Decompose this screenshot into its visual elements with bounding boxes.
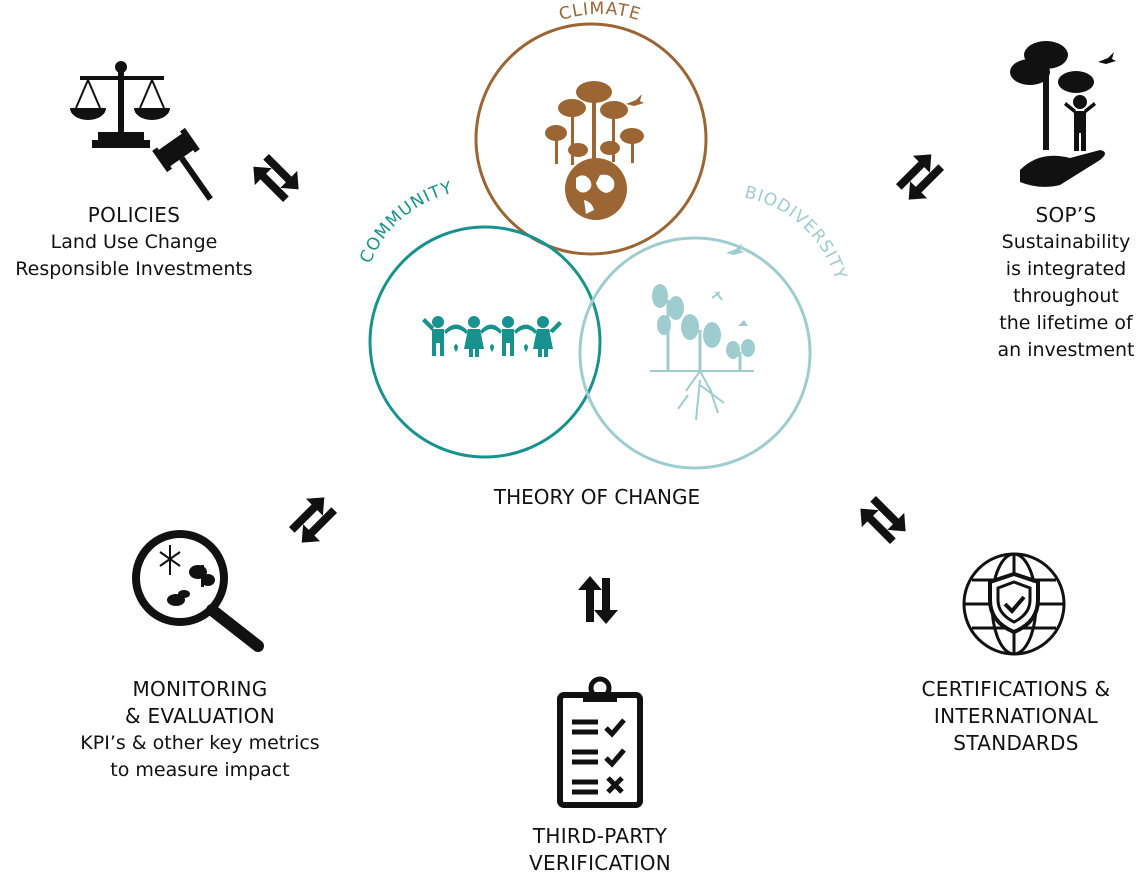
arrow-verification — [578, 576, 618, 624]
policies-line: Land Use Change — [50, 231, 218, 253]
policies-label: POLICIES Land Use Change Responsible Inv… — [8, 202, 260, 283]
arrow-sops — [888, 145, 952, 209]
monitoring-title: & EVALUATION — [124, 704, 275, 728]
sops-line: is integrated — [1005, 258, 1127, 280]
hand-tree-person-icon — [1010, 41, 1116, 187]
theory-of-change-label: THEORY OF CHANGE — [493, 485, 700, 509]
community-title: COMMUNITY — [356, 178, 455, 266]
climate-circle — [474, 22, 708, 256]
sops-line: Sustainability — [1001, 231, 1131, 253]
sops-line: throughout — [1013, 285, 1119, 307]
monitoring-label: MONITORING & EVALUATION KPI’s & other ke… — [70, 676, 330, 784]
clipboard-checklist-icon — [557, 676, 643, 808]
sops-label: SOP’S Sustainability is integrated throu… — [990, 202, 1142, 364]
scales-gavel-icon — [70, 61, 213, 201]
community-circle — [368, 225, 602, 459]
verification-title: VERIFICATION — [528, 851, 672, 875]
policies-line: Responsible Investments — [15, 258, 253, 280]
policies-title: POLICIES — [87, 203, 181, 227]
biodiversity-plants-icon — [650, 243, 755, 421]
sops-line: the lifetime of — [999, 312, 1133, 334]
verification-title: THIRD-PARTY — [532, 824, 668, 848]
biodiversity-title: BIODIVERSITY — [743, 183, 850, 283]
biodiversity-circle — [578, 236, 812, 470]
arrow-monitoring — [281, 488, 345, 552]
monitoring-title: MONITORING — [132, 677, 268, 701]
certifications-title: STANDARDS — [953, 731, 1079, 755]
arrow-policies — [244, 146, 308, 210]
climate-title: CLIMATE — [557, 0, 644, 25]
monitoring-line: KPI’s & other key metrics — [80, 732, 320, 754]
sops-line: an investment — [997, 339, 1135, 361]
community-people-icon — [422, 316, 562, 357]
monitoring-line: to measure impact — [110, 759, 290, 781]
magnifier-insects-icon — [132, 530, 264, 652]
certifications-title: INTERNATIONAL — [933, 704, 1099, 728]
arrow-certifications — [851, 488, 915, 552]
certifications-title: CERTIFICATIONS & — [921, 677, 1111, 701]
sops-title: SOP’S — [1035, 203, 1097, 227]
globe-shield-icon — [962, 552, 1066, 656]
trees-globe-icon — [545, 81, 644, 220]
verification-label: THIRD-PARTY VERIFICATION — [480, 823, 720, 877]
certifications-label: CERTIFICATIONS & INTERNATIONAL STANDARDS — [896, 676, 1136, 757]
